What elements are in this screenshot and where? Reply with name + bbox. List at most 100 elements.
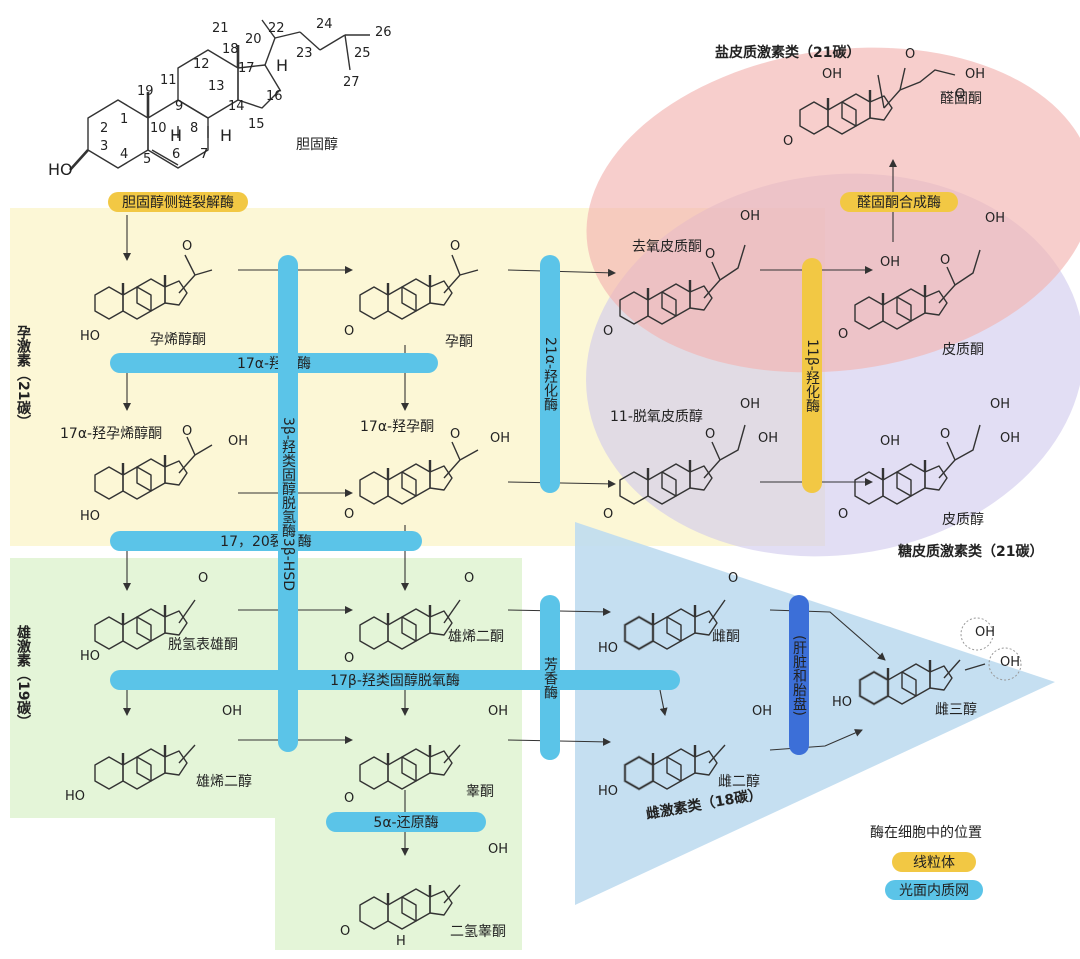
atom-oh: OH [975, 625, 996, 640]
compound-hydroxyprogesterone: 17α-羟孕酮 [360, 419, 435, 435]
atom-h: H [276, 56, 289, 75]
atom-o: O [182, 424, 193, 439]
enzyme-3b-hsd: 3β-羟类固醇脱氢酶3β-HSD [278, 255, 298, 752]
atom-number-20: 20 [245, 32, 262, 47]
atom-o: O [344, 507, 355, 522]
legend-title: 酶在细胞中的位置 [870, 825, 982, 841]
atom-oh: OH [758, 431, 779, 446]
group-glucocorticoids: 糖皮质激素类（21碳） [898, 544, 1044, 560]
mineralocorticoid-region [586, 47, 1080, 373]
enzyme-11b-hydroxylase: 11β-羟化酶 [802, 258, 822, 493]
compound-cortisol: 皮质醇 [942, 512, 984, 528]
atom-o: O [705, 247, 716, 262]
legend-mitochondria: 线粒体 [892, 852, 976, 872]
atom-number-6: 6 [172, 147, 181, 162]
compound-deoxycorticosterone: 去氧皮质酮 [632, 239, 702, 255]
atom-oh: OH [228, 434, 249, 449]
atom-o: O [955, 87, 966, 102]
atom-o: O [940, 253, 951, 268]
atom-number-17: 17 [238, 61, 255, 76]
atom-oh: OH [222, 704, 243, 719]
atom-ho: HO [48, 160, 73, 179]
atom-ho: HO [80, 649, 101, 664]
group-progestins: 孕激素（21碳） [15, 325, 31, 429]
enzyme-17b-hsd: 17β-羟类固醇脱氧酶 [110, 670, 680, 690]
atom-ho: HO [80, 509, 101, 524]
atom-oh: OH [1000, 655, 1021, 670]
atom-number-5: 5 [143, 152, 152, 167]
atom-number-4: 4 [120, 147, 129, 162]
atom-oh: OH [488, 842, 509, 857]
atom-oh: OH [985, 211, 1006, 226]
atom-o: O [198, 571, 209, 586]
group-mineralocorticoids: 盐皮质激素类（21碳） [715, 45, 861, 61]
atom-o: O [905, 47, 916, 62]
atom-o: O [340, 924, 351, 939]
enzyme-5a-reductase: 5α-还原酶 [326, 812, 486, 832]
atom-number-21: 21 [212, 21, 229, 36]
atom-h: H [220, 126, 233, 145]
atom-o: O [450, 239, 461, 254]
atom-number-8: 8 [190, 121, 199, 136]
atom-oh: OH [488, 704, 509, 719]
enzyme-aromatase: 芳香酶 [540, 595, 560, 760]
atom-oh: OH [490, 431, 511, 446]
compound-deoxycortisol: 11-脱氧皮质醇 [610, 409, 703, 425]
atom-o: O [705, 427, 716, 442]
atom-oh: OH [822, 67, 843, 82]
compound-androstenediol: 雄烯二醇 [196, 774, 252, 790]
atom-number-16: 16 [266, 89, 283, 104]
atom-number-14: 14 [228, 99, 245, 114]
atom-number-11: 11 [160, 73, 177, 88]
androgen-region [10, 558, 522, 950]
atom-number-18: 18 [222, 42, 239, 57]
atom-o: O [603, 507, 614, 522]
atom-o: O [838, 327, 849, 342]
enzyme-21a-hydroxylase: 21α-羟化酶 [540, 255, 560, 493]
estrogen-region [575, 522, 1055, 905]
enzyme-aldosterone-synthase: 醛固酮合成酶 [840, 192, 958, 212]
compound-cholesterol: 胆固醇 [296, 137, 338, 153]
atom-number-19: 19 [137, 84, 154, 99]
atom-oh: OH [1000, 431, 1021, 446]
compound-aldosterone: 醛固酮 [940, 91, 982, 107]
atom-o: O [344, 324, 355, 339]
atom-o: O [603, 324, 614, 339]
compound-testosterone: 睾酮 [466, 784, 494, 800]
atom-o: O [783, 134, 794, 149]
atom-ho: HO [65, 789, 86, 804]
atom-number-9: 9 [175, 99, 184, 114]
atom-h: H [396, 934, 406, 949]
atom-ho: HO [598, 784, 619, 799]
compound-dhea: 脱氢表雄酮 [168, 637, 238, 653]
atom-oh: OH [752, 704, 773, 719]
atom-number-3: 3 [100, 139, 109, 154]
atom-number-2: 2 [100, 121, 109, 136]
atom-oh: OH [880, 434, 901, 449]
compound-progesterone: 孕酮 [445, 334, 473, 350]
atom-o: O [940, 427, 951, 442]
atom-number-22: 22 [268, 21, 285, 36]
atom-oh: OH [880, 255, 901, 270]
compound-pregnenolone: 孕烯醇酮 [150, 332, 206, 348]
highlight-17oh [988, 647, 1022, 681]
atom-ho: HO [80, 329, 101, 344]
atom-o: O [464, 571, 475, 586]
compound-estradiol: 雌二醇 [718, 774, 760, 790]
atom-number-27: 27 [343, 75, 360, 90]
atom-number-7: 7 [200, 147, 209, 162]
atom-number-13: 13 [208, 79, 225, 94]
cholesterol-structure [69, 19, 370, 171]
compound-hydroxypregnenolone: 17α-羟孕烯醇酮 [60, 426, 163, 442]
atom-number-1: 1 [120, 112, 129, 127]
atom-oh: OH [965, 67, 986, 82]
highlight-16oh [960, 617, 994, 651]
enzyme-liver-placenta: (肝脏和胎盘) [789, 595, 809, 755]
atom-o: O [450, 427, 461, 442]
atom-oh: OH [740, 209, 761, 224]
atom-ho: HO [598, 641, 619, 656]
legend-er: 光面内质网 [885, 880, 983, 900]
atom-oh: OH [990, 397, 1011, 412]
atom-oh: OH [740, 397, 761, 412]
atom-o: O [838, 507, 849, 522]
